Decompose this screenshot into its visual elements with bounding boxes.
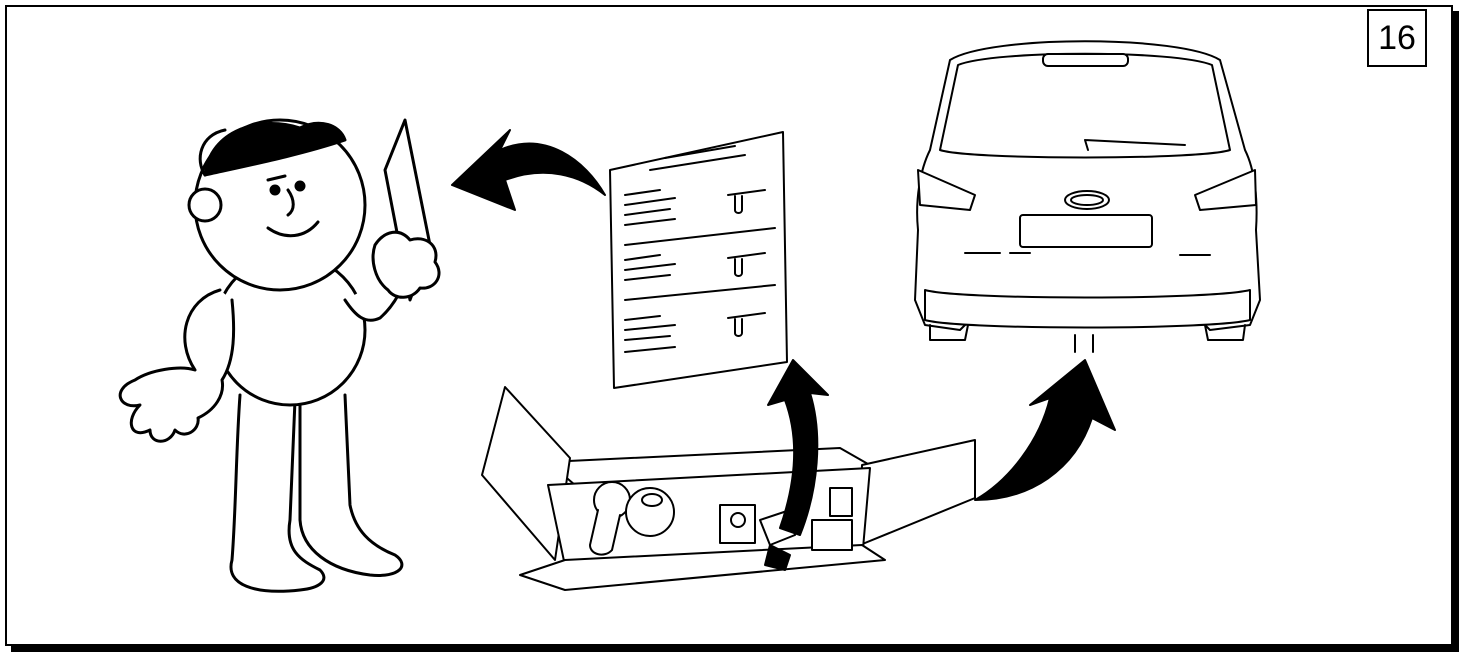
instruction-sheet-icon (610, 132, 787, 388)
mechanic-figure-icon (120, 120, 439, 591)
car-rear-view-icon (915, 41, 1260, 352)
curved-arrow-icon (975, 360, 1115, 500)
curved-arrow-icon (452, 130, 605, 210)
parts-box-icon (482, 387, 975, 590)
page-number: 16 (1378, 19, 1416, 58)
page-number-box: 16 (1367, 9, 1427, 67)
